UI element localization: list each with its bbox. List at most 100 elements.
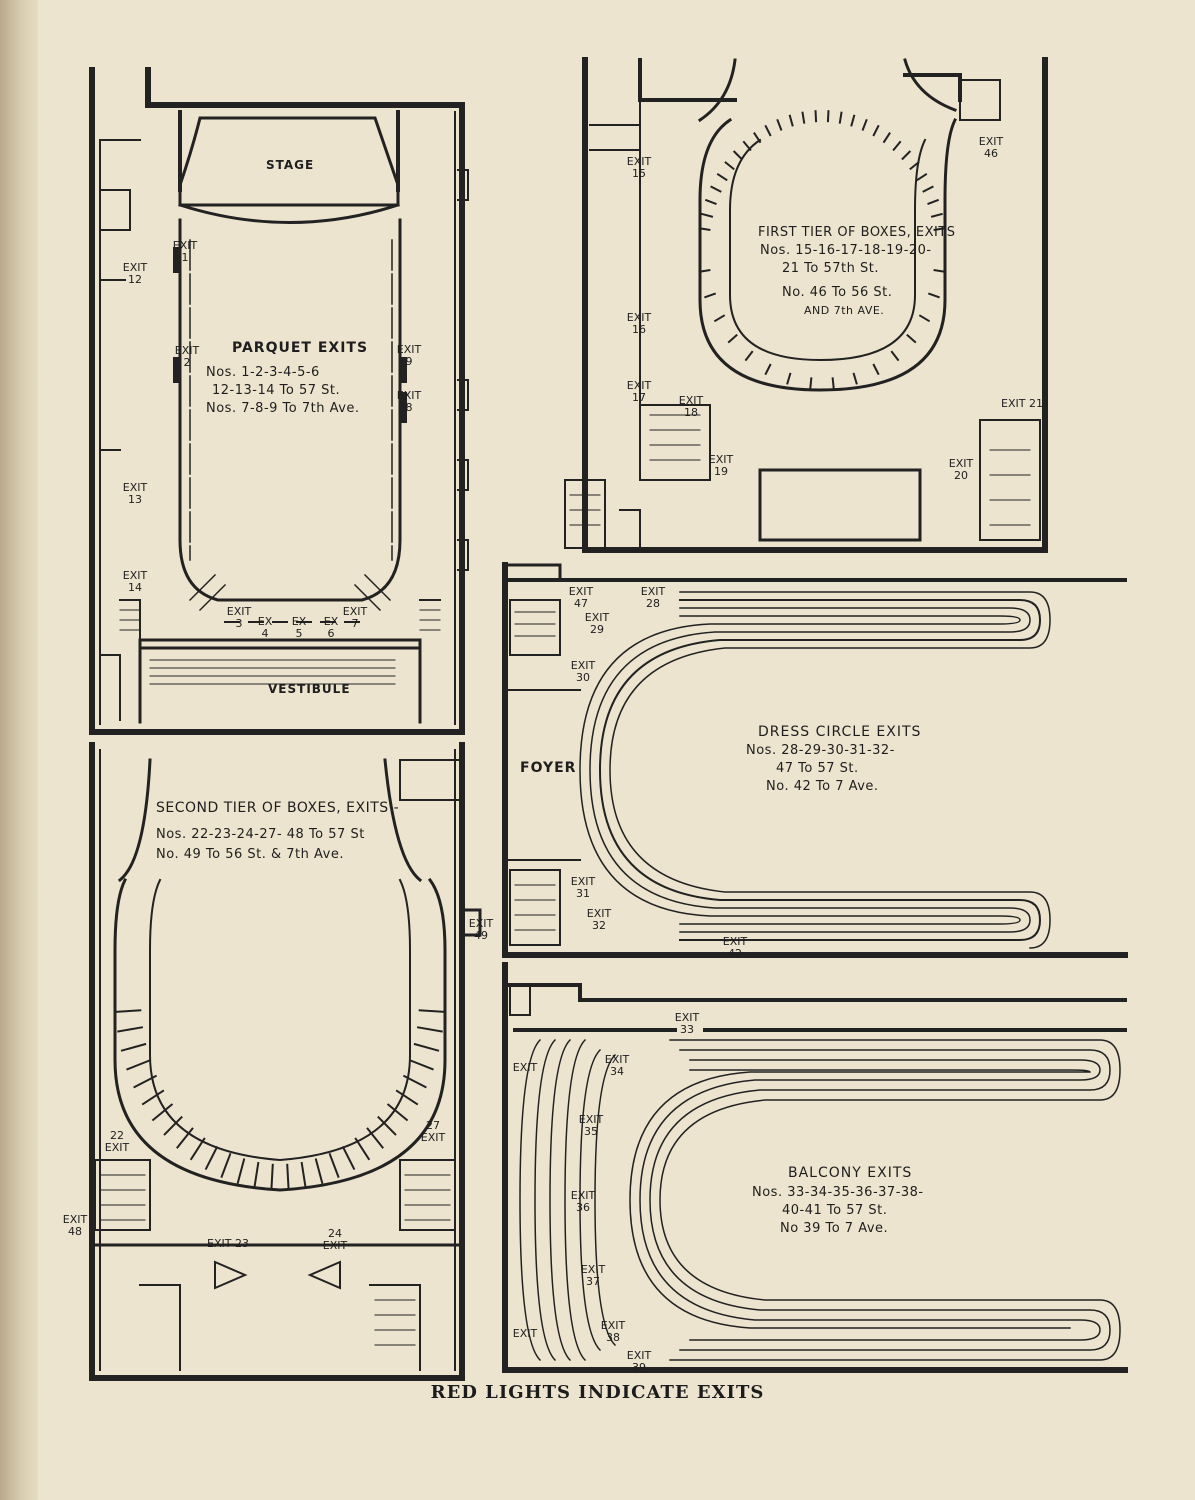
balcony-line-1: Nos. 33-34-35-36-37-38- (752, 1185, 924, 1200)
dress-circle-line-2: 47 To 57 St. (776, 761, 859, 776)
first-tier-boxes-lower-seat (918, 314, 931, 323)
second-tier-boxes-seat (126, 1059, 152, 1071)
second-tier-boxes-seat (176, 1127, 194, 1149)
second-tier-boxes-seat (341, 1145, 356, 1171)
second-tier-boxes-seat (395, 1089, 419, 1106)
second-tier-boxes-seat (418, 1009, 445, 1013)
first-tier-line-1: Nos. 15-16-17-18-19-20- (760, 243, 932, 258)
first-tier-plan (564, 57, 1048, 553)
second-tier-boxes-seat (117, 1026, 144, 1033)
first-tier-boxes-lower-seat (698, 269, 711, 273)
first-tier-boxes-seat (922, 185, 934, 193)
first-tier-boxes-seat (801, 111, 806, 124)
parquet-exits-title: PARQUET EXITS (232, 340, 369, 356)
first-tier-boxes-lower-seat (831, 377, 835, 390)
first-tier-boxes-lower-seat (927, 292, 940, 299)
first-tier-boxes-seat (701, 212, 714, 218)
second-tier-boxes-seat (286, 1163, 290, 1190)
first-tier-boxes-seat (933, 227, 946, 231)
first-tier-boxes-seat (861, 118, 868, 131)
second-tier-boxes-seat (151, 1103, 174, 1122)
second-tier-boxes-seat (413, 1042, 440, 1052)
second-tier-boxes-seat (204, 1145, 219, 1171)
first-tier-boxes-seat (698, 227, 711, 231)
dress-circle-plan (502, 562, 1128, 958)
dress-circle-line-1: Nos. 28-29-30-31-32- (746, 743, 895, 758)
parquet-plan (89, 67, 469, 735)
first-tier-boxes-seat (704, 198, 717, 206)
first-tier-boxes-seat (776, 118, 783, 131)
second-tier-boxes-seat (354, 1137, 371, 1161)
balcony-title: BALCONY EXITS (788, 1165, 913, 1181)
first-tier-boxes-lower-seat (890, 350, 900, 362)
second-tier-boxes-seat (236, 1158, 246, 1184)
first-tier-line-2: 21 To 57th St. (782, 261, 879, 276)
first-tier-boxes-seat (753, 132, 762, 144)
exit-21: EXIT 21 (1001, 397, 1043, 410)
second-tier-boxes (115, 1009, 445, 1190)
dress-circle-title: DRESS CIRCLE EXITS (758, 724, 922, 740)
second-tier-boxes-seat (386, 1103, 409, 1122)
first-tier-boxes-seat (826, 110, 830, 123)
vestibule-label: VESTIBULE (268, 682, 351, 696)
exit-balcony-left-upper: EXIT (512, 1061, 538, 1074)
first-tier-boxes-seat (724, 161, 735, 171)
first-tier-boxes-seat (814, 110, 818, 123)
second-tier-boxes-seat (314, 1158, 324, 1184)
parquet-exits-line-1: Nos. 1-2-3-4-5-6 (206, 365, 320, 380)
first-tier-boxes-seat (742, 140, 752, 152)
second-tier-boxes-seat (120, 1042, 147, 1052)
first-tier-boxes-seat (872, 124, 880, 137)
first-tier-boxes-seat (909, 161, 920, 171)
first-tier-boxes-seat (901, 150, 912, 161)
second-tier-boxes-seat (189, 1137, 206, 1161)
first-tier-boxes-lower-seat (906, 333, 917, 344)
foyer-label: FOYER (520, 760, 577, 776)
second-tier-boxes-seat (220, 1152, 232, 1178)
footer-caption: RED LIGHTS INDICATE EXITS (430, 1382, 765, 1403)
first-tier-boxes-lower-seat (764, 363, 772, 376)
balcony-line-2: 40-41 To 57 St. (782, 1203, 888, 1218)
parquet-exits-line-2: 12-13-14 To 57 St. (212, 383, 341, 398)
first-tier-boxes-lower-seat (809, 377, 813, 390)
first-tier-boxes-lower-seat (872, 363, 880, 376)
second-tier-boxes-seat (328, 1152, 340, 1178)
dress-circle-line-3: No. 42 To 7 Ave. (766, 779, 879, 794)
first-tier-boxes-lower-seat (786, 372, 792, 385)
first-tier-boxes-seat (788, 114, 794, 127)
first-tier-boxes-seat (882, 132, 891, 144)
second-tier-boxes-seat (300, 1161, 307, 1188)
second-tier-boxes-seat (408, 1059, 434, 1071)
first-tier-boxes-seat (710, 185, 722, 193)
first-tier-boxes-lower-seat (713, 314, 726, 323)
first-tier-line-3: No. 46 To 56 St. (782, 285, 893, 300)
parquet-exits-line-3: Nos. 7-8-9 To 7th Ave. (206, 401, 360, 416)
